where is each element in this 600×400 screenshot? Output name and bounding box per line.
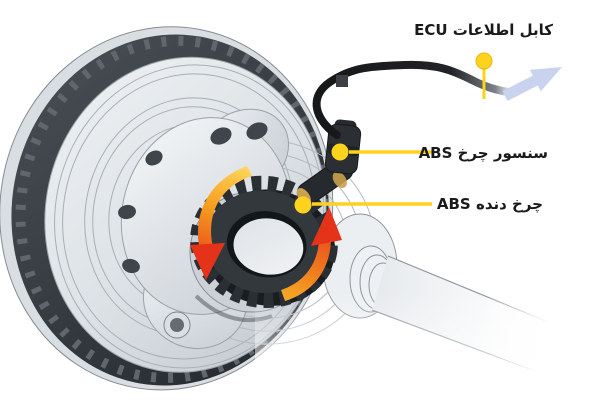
bolt-hole	[145, 150, 163, 166]
bolt-hole	[122, 258, 140, 274]
ecu-direction-arrow-icon	[502, 66, 563, 101]
bolt-hole	[246, 122, 268, 140]
bolt-hole	[210, 127, 232, 145]
callout-sensor	[331, 143, 432, 161]
rotation-arrow-right-icon	[281, 207, 342, 301]
bolt-hole	[118, 204, 136, 220]
callout-tone-ring	[294, 196, 432, 214]
rotation-arrow-left-icon	[190, 166, 252, 280]
label-tone-ring: چرخ دنده ABS	[436, 195, 543, 213]
cable-connector-square	[336, 75, 348, 87]
fade-overlay	[255, 292, 600, 400]
label-ecu-cable: کابل اطلاعات ECU	[414, 21, 553, 39]
label-wheel-sensor: سنسور چرخ ABS	[418, 144, 548, 162]
cable-pin-marker-icon	[475, 52, 493, 99]
